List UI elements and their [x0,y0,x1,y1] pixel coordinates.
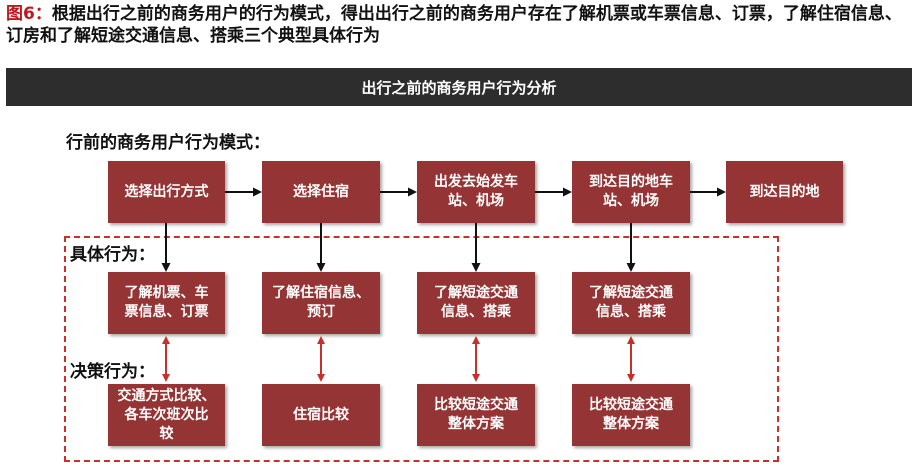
decision-box-lodging-compare: 住宿比较 [262,384,380,446]
specific-box-tickets: 了解机票、车 票信息、订票 [108,272,225,334]
decision-behavior-label: 决策行为： [70,362,155,382]
flow-box-arrive-destination-station: 到达目的地车 站、机场 [572,161,690,223]
specific-box-short-transport-2: 了解短途交通 信息、搭乘 [572,272,690,334]
decision-box-short-transport-plan-2: 比较短途交通 整体方案 [572,384,690,446]
specific-behavior-label: 具体行为： [70,245,155,265]
specific-box-short-transport-1: 了解短途交通 信息、搭乘 [417,272,535,334]
figure-label: 图6： [6,4,52,24]
decision-box-short-transport-plan-1: 比较短途交通 整体方案 [417,384,535,446]
flow-box-arrive-destination: 到达目的地 [726,161,843,223]
section-banner: 出行之前的商务用户行为分析 [6,68,912,106]
specific-box-lodging: 了解住宿信息、 预订 [262,272,380,334]
decision-box-transport-compare: 交通方式比较、 各车次班次比 较 [108,384,225,446]
flow-box-choose-travel-mode: 选择出行方式 [108,161,225,223]
behavior-pattern-label: 行前的商务用户行为模式： [66,133,270,153]
flow-box-choose-lodging: 选择住宿 [262,161,380,223]
flow-box-go-to-departure-station: 出发去始发车 站、机场 [417,161,535,223]
banner-title: 出行之前的商务用户行为分析 [361,78,557,97]
dashed-region [64,236,779,462]
figure-caption: 图6：根据出行之前的商务用户的行为模式，得出出行之前的商务用户存在了解机票或车票… [6,3,916,47]
caption-text: 根据出行之前的商务用户的行为模式，得出出行之前的商务用户存在了解机票或车票信息、… [6,4,902,46]
